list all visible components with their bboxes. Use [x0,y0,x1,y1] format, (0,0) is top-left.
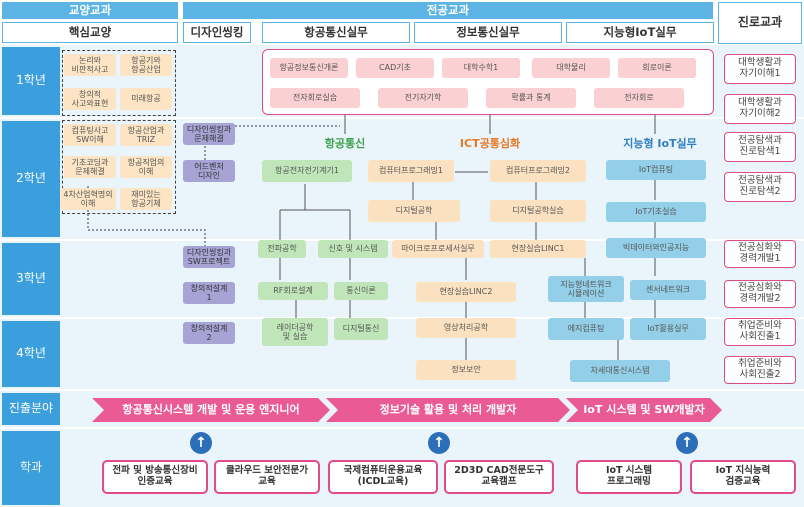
dept-program: 전파 및 방송통신장비 인증교육 [102,460,208,494]
major-course: 전기자기학 [378,88,468,108]
core-course: 재미있는 항공기체 [120,188,172,210]
major-course: 항공정보통신개론 [270,58,348,78]
career-course: 취업준비와 사회진출1 [724,318,796,346]
design-course: 창의적설계 1 [183,282,235,304]
core-course: 논리와 비판적사고 [64,54,116,76]
ict-course: 현장실습LINC1 [490,240,586,258]
core-course: 항공직업의 이해 [120,156,172,178]
year-1-label: 1학년 [2,47,60,115]
core-course: 컴퓨팅사고 SW이해 [64,124,116,146]
design-course: 어드벤처 디자인 [183,160,235,182]
core-course: 창의적 사고와표현 [64,88,116,110]
ict-course: 컴퓨터프로그래밍2 [490,160,586,182]
aero-course: 통신이론 [334,282,388,300]
subheader-core: 핵심교양 [2,22,178,43]
ict-course: 디지털공학 [368,200,460,222]
subheader-design: 디자인씽킹 [183,22,251,43]
major-course: 전자회로실습 [270,88,360,108]
arrow-up-circle-icon: ↑ [428,432,450,454]
iot-course: IoT기초실습 [606,202,706,222]
aero-course: 레이더공학 및 실습 [262,318,328,346]
aero-course: RF회로설계 [258,282,328,300]
major-course: CAD기초 [356,58,434,78]
subheader-iot: 지능형IoT실무 [566,22,714,43]
field-band-3 [566,398,722,422]
major-course: 대학수학1 [442,58,520,78]
subheader-aero: 항공통신실무 [262,22,410,43]
arrow-up-circle-icon: ↑ [190,432,212,454]
track-aero-title: 항공통신 [324,136,366,150]
major-course: 확률과 통계 [486,88,576,108]
iot-course: IoT컴퓨팅 [606,160,706,180]
core-course: 기초코딩과 문제해결 [64,156,116,178]
ict-course: 영상처리공학 [416,318,516,338]
core-course: 항공기와 항공산업 [120,54,172,76]
ict-course: 현장실습LINC2 [416,282,516,302]
dept-label: 학과 [2,431,60,505]
aero-course: 항공전자전기계기1 [262,160,352,182]
field-label: 진출분야 [2,393,60,425]
design-course: 창의적설계 2 [183,322,235,344]
field-label-2: 정보기술 활용 및 처리 개발자 [379,402,517,416]
core-course: 항공산업과 TRIZ [120,124,172,146]
major-course: 전자회로 [594,88,684,108]
career-course: 취업준비와 사회진출2 [724,356,796,384]
design-course: 디자인씽킹과 문제해결 [183,123,235,145]
arrow-up-circle-icon: ↑ [676,432,698,454]
iot-course: 빅데이터와인공지능 [606,238,706,258]
ict-course: 마이크로프로세서실무 [392,240,484,258]
aero-course: 신호 및 시스템 [318,240,388,258]
career-course: 전공탐색과 진로탐색1 [724,132,796,162]
core-course: 미래항공 [120,88,172,110]
dept-program: 2D3D CAD전문도구 교육캠프 [444,460,554,494]
career-course: 대학생활과 자기이해1 [724,54,796,84]
career-course: 전공심화와 경력개발1 [724,240,796,268]
iot-course: IoT활용실무 [630,318,706,340]
subheader-info: 정보통신실무 [414,22,562,43]
ict-course: 디지털공학실습 [490,200,586,222]
header-major: 전공교과 [183,2,713,19]
field-band-1 [92,398,330,422]
track-ict-title: ICT공통심화 [459,136,521,150]
field-label-1: 항공통신시스템 개발 및 운용 엔지니어 [122,402,300,416]
header-general: 교양교과 [2,2,178,19]
dept-program: IoT 지식능력 검증교육 [690,460,796,494]
year-3-label: 3학년 [2,243,60,315]
year-2-label: 2학년 [2,121,60,237]
career-course: 대학생활과 자기이해2 [724,94,796,124]
iot-course: 에지컴퓨팅 [548,318,624,340]
year-4-label: 4학년 [2,321,60,387]
dept-program: IoT 시스템 프로그래밍 [576,460,682,494]
dept-program: 클라우드 보안전문가 교육 [214,460,320,494]
core-year1-group [62,50,176,116]
ict-course: 컴퓨터프로그래밍1 [368,160,454,182]
aero-course: 디지털통신 [334,318,388,340]
iot-course: 지능형네트워크 시뮬레이션 [548,276,624,302]
iot-course: 센서네트워크 [630,280,706,300]
career-course: 전공심화와 경력개발2 [724,280,796,308]
major-course: 대학물리 [532,58,610,78]
ict-course: 정보보안 [416,360,516,380]
header-career: 진로교과 [718,2,802,44]
aero-course: 전파공학 [258,240,306,258]
field-label-3: IoT 시스템 및 SW개발자 [583,402,705,416]
iot-course: 차세대통신시스템 [570,360,670,382]
design-course: 디자인씽킹과 SW프로젝트 [183,246,235,268]
career-course: 전공탐색과 진로탐색2 [724,172,796,202]
major-course: 회로이론 [618,58,696,78]
dept-program: 국제컴퓨터운용교육 (ICDL교육) [328,460,438,494]
core-course: 4차산업혁명의 이해 [60,188,116,210]
field-band-2 [326,398,570,422]
core-year2-group [62,120,176,214]
track-iot-title: 지능형 IoT실무 [623,136,697,150]
